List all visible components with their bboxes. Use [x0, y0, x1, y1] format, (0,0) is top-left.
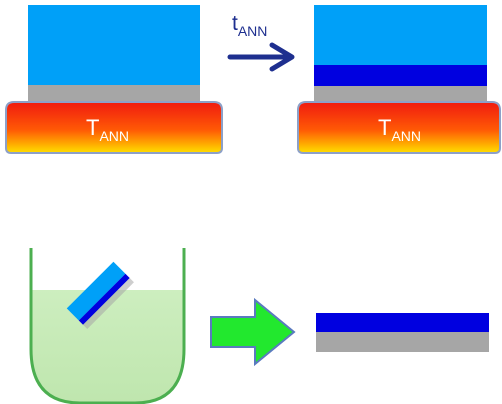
sample-before-anneal: [28, 5, 200, 101]
heater-plate: [297, 101, 501, 154]
sample-after-etch: [316, 313, 489, 352]
modified-layer: [78, 273, 130, 325]
right-arrow-icon: [210, 297, 296, 367]
beaker-etch: [29, 248, 186, 404]
heater-plate: [5, 101, 223, 154]
etch-solution: [31, 290, 184, 403]
heater-temperature-label: TANN: [378, 115, 421, 144]
substrate-layer: [83, 278, 134, 329]
immersed-sample: [66, 261, 134, 329]
film-layer: [28, 5, 200, 85]
beaker-outline: [29, 248, 186, 404]
heater-temperature-label: TANN: [86, 115, 129, 144]
heater-left: TANN: [5, 101, 223, 154]
anneal-time-arrow: tANN: [227, 12, 295, 72]
arrow-head: [269, 42, 295, 72]
substrate-layer: [314, 86, 487, 101]
substrate-layer: [316, 332, 489, 352]
film-layer: [314, 5, 487, 65]
anneal-time-label: tANN: [232, 12, 267, 39]
substrate-layer: [28, 85, 200, 101]
sample-after-anneal: [314, 5, 487, 101]
heater-right: TANN: [297, 101, 501, 154]
modified-layer: [314, 65, 487, 86]
film-layer: [66, 261, 126, 321]
modified-layer: [316, 313, 489, 332]
